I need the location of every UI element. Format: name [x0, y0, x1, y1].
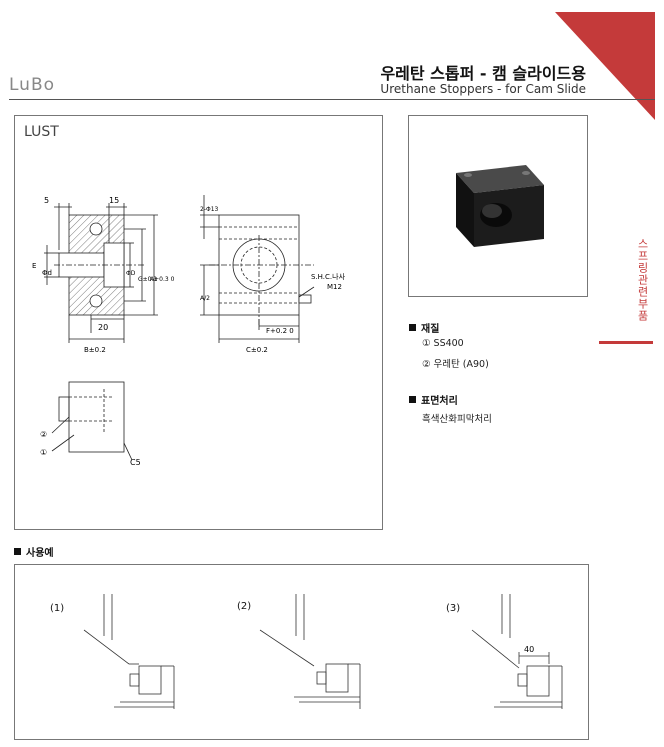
surface-heading: 표면처리: [409, 392, 458, 407]
page-title-korean: 우레탄 스톱퍼 - 캠 슬라이드용: [380, 64, 586, 83]
usage-dim-40: 40: [524, 645, 534, 654]
bullet-square-icon: [14, 548, 21, 555]
dim-g: G±0.1: [138, 276, 157, 283]
header-divider: [9, 99, 655, 100]
usage-drawings: 40: [83, 594, 563, 709]
dim-e: E: [32, 262, 36, 270]
material-item-1: ① SS400: [422, 338, 464, 349]
screw-size: M12: [327, 283, 342, 291]
dim-5: 5: [44, 196, 49, 205]
technical-drawing: 5 15 E Φd ΦD G±0.1 A+0.3 0 20 B±0.2 2-Φ1…: [32, 195, 346, 467]
usage-examples-panel: [14, 564, 589, 740]
dim-a-half: A/2: [200, 295, 210, 302]
dim-2-13: 2-Φ13: [200, 206, 219, 213]
product-photo-panel: [408, 115, 588, 297]
dim-d: Φd: [42, 269, 52, 277]
technical-drawing-panel: [14, 115, 383, 530]
chamfer-label: C5: [130, 458, 141, 467]
dim-20: 20: [98, 323, 108, 332]
dim-a: A+0.3 0: [150, 276, 175, 283]
part-2-marker: ②: [40, 430, 47, 439]
lower-view-body: [68, 381, 125, 453]
dim-f: F+0.2 0: [266, 327, 294, 335]
product-code: LUST: [24, 124, 59, 140]
corner-accent: [555, 12, 655, 120]
side-tab-underline: [599, 341, 653, 344]
bullet-square-icon: [409, 396, 416, 403]
dim-15: 15: [109, 196, 119, 205]
usage-case-3-label: (3): [446, 603, 461, 614]
dim-b: B±0.2: [84, 346, 106, 354]
part-1-marker: ①: [40, 448, 47, 457]
material-item-2: ② 우레탄 (A90): [422, 359, 489, 370]
page-title-english: Urethane Stoppers - for Cam Slide: [380, 82, 586, 96]
dim-c: C±0.2: [246, 346, 268, 354]
usage-case-2-label: (2): [237, 601, 252, 612]
brand-logo: LuBo: [9, 75, 56, 95]
bullet-square-icon: [409, 324, 416, 331]
dim-big-d: ΦD: [126, 270, 136, 277]
screw-label: S.H.C.나사: [311, 272, 346, 281]
side-category-tab[interactable]: 스프링관련부품: [636, 238, 649, 322]
product-photo: [456, 165, 544, 247]
usage-heading: 사용예: [14, 544, 54, 559]
usage-case-1-label: (1): [50, 603, 65, 614]
surface-value: 흑색산화피막처리: [422, 414, 492, 425]
material-heading: 재질: [409, 320, 439, 335]
